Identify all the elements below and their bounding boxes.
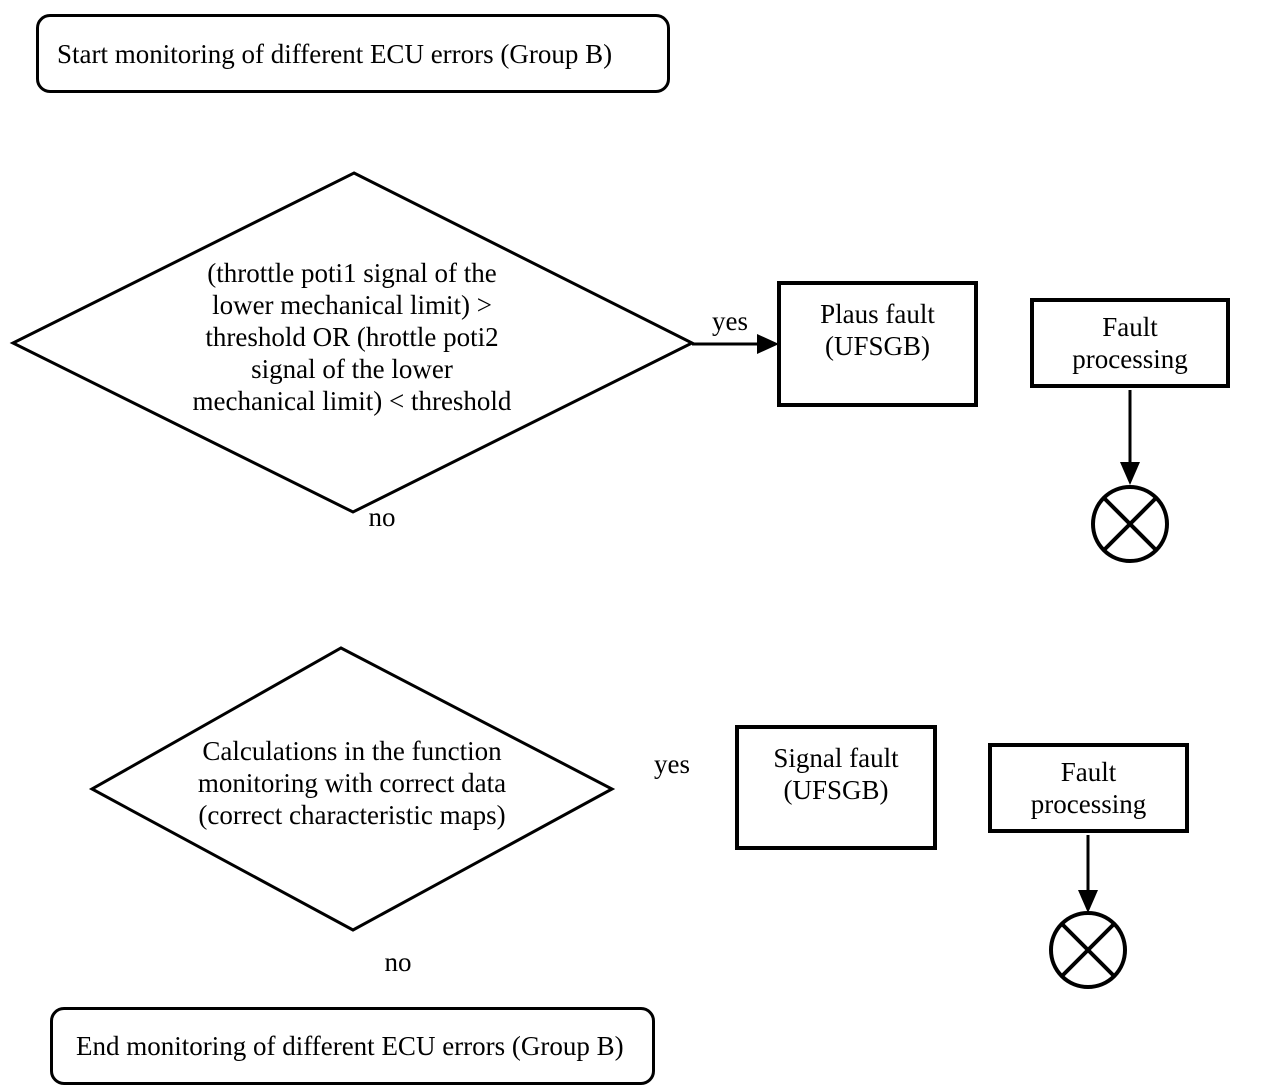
- decision2-no-label: no: [384, 947, 412, 977]
- fault2-junction-arrow: [1078, 835, 1098, 913]
- decision2-diamond: [88, 646, 616, 932]
- signal-fault-label: Signal fault (UFSGB): [773, 743, 899, 805]
- decision1-yes-label: yes: [712, 306, 748, 336]
- fault1-junction-arrow: [1120, 390, 1140, 485]
- plaus-fault-label: Plaus fault (UFSGB): [820, 299, 935, 361]
- end-label: End monitoring of different ECU errors (…: [76, 1031, 624, 1061]
- fault-processing1-label: Fault processing: [1072, 312, 1188, 374]
- end-terminator: End monitoring of different ECU errors (…: [50, 1007, 655, 1085]
- fault-processing1-box: Fault processing: [1030, 298, 1230, 388]
- fault-processing2-label: Fault processing: [1030, 757, 1147, 819]
- start-terminator: Start monitoring of different ECU errors…: [36, 14, 670, 93]
- signal-fault-box: Signal fault (UFSGB): [735, 725, 937, 850]
- circle-cross-icon: [1049, 911, 1127, 989]
- decision1-no-label: no: [368, 502, 396, 532]
- decision2-text: Calculations in the function monitoring …: [197, 736, 507, 830]
- start-label: Start monitoring of different ECU errors…: [57, 38, 613, 69]
- decision1-diamond: [9, 171, 696, 514]
- circle-cross-icon: [1091, 485, 1169, 563]
- yes1-arrow: [692, 334, 779, 354]
- plaus-fault-box: Plaus fault (UFSGB): [777, 281, 978, 407]
- fault-processing2-box: Fault processing: [988, 743, 1189, 833]
- decision2-yes-label: yes: [654, 749, 690, 779]
- decision1-text: (throttle poti1 signal of the lower mech…: [192, 258, 512, 416]
